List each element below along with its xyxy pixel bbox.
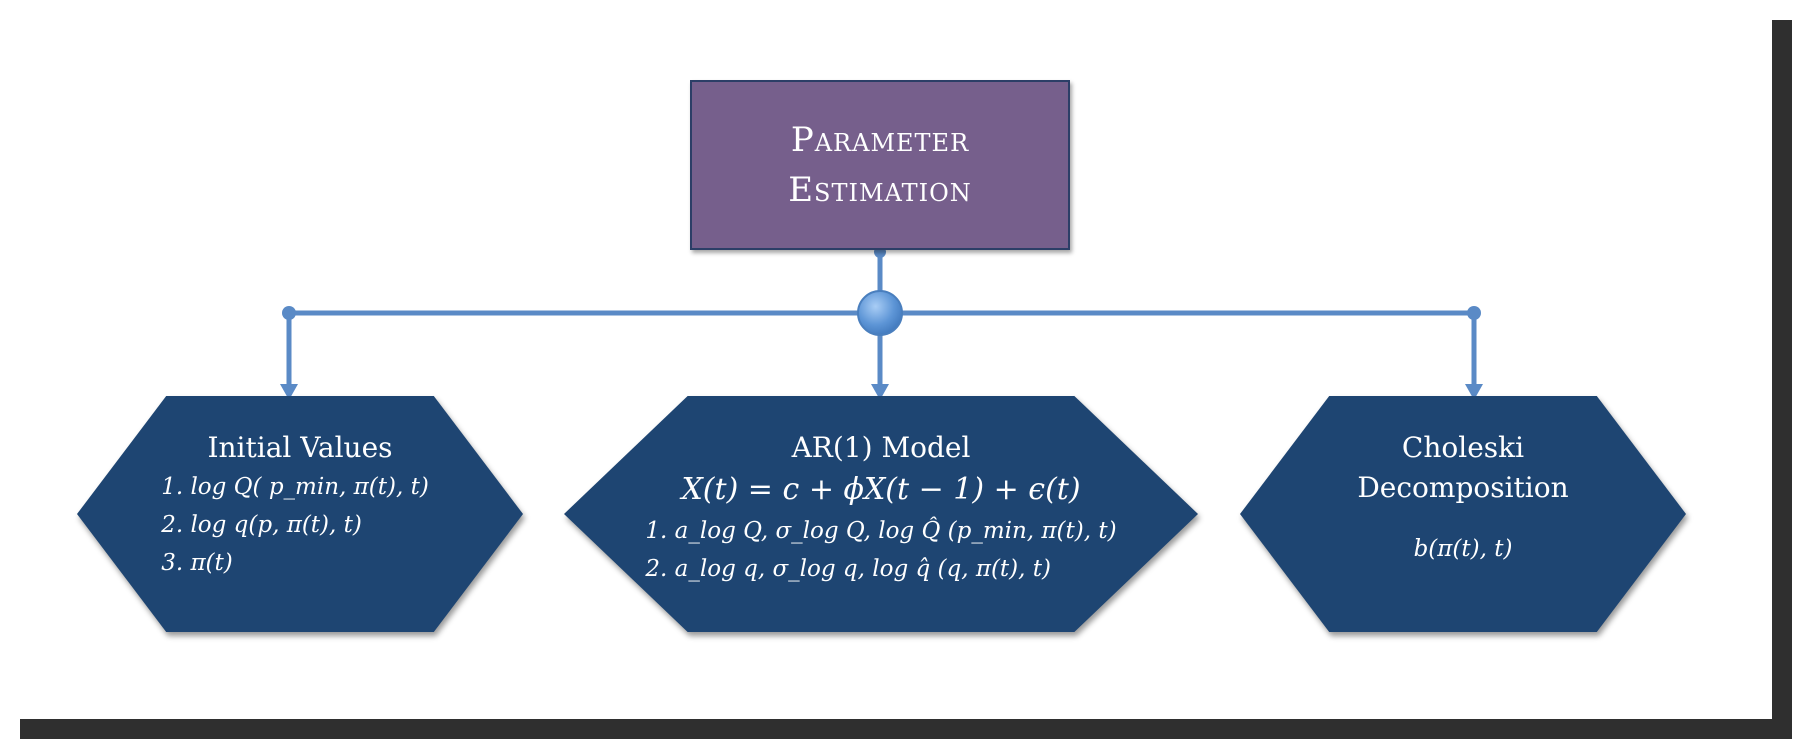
arrowhead-right	[1465, 384, 1483, 400]
arrowhead-left	[280, 384, 298, 400]
hexagon-choleski-decomposition: Choleski Decomposition b(π(t), t)	[1240, 396, 1686, 632]
title-box-parameter-estimation: Parameter Estimation	[690, 80, 1070, 250]
arrowhead-middle	[871, 384, 889, 400]
hexagon-shape-middle	[564, 396, 1198, 632]
choleski-title-line-2: Decomposition	[1357, 471, 1569, 504]
ar1-item-2: 2. a_log q, σ_log q, log q̂ (q, π(t), t)	[645, 556, 1051, 582]
hexagon-ar1-model: AR(1) Model X(t) = c + ϕX(t − 1) + ϵ(t) …	[564, 396, 1198, 632]
hexagon-content-middle: AR(1) Model X(t) = c + ϕX(t − 1) + ϵ(t) …	[564, 396, 1198, 632]
title-line-1: Parameter	[790, 120, 970, 160]
connector-left-dot	[282, 306, 296, 320]
initial-values-list: 1. log Q( p_min, π(t), t) 2. log q(p, π(…	[161, 468, 429, 582]
choleski-title-line-1: Choleski	[1401, 431, 1525, 464]
hub-circle	[857, 290, 903, 336]
choleski-formula: b(π(t), t)	[1413, 536, 1513, 562]
ar1-model-title: AR(1) Model	[791, 431, 971, 464]
hexagon-content-right: Choleski Decomposition b(π(t), t)	[1240, 396, 1686, 632]
title-line-2: Estimation	[788, 170, 972, 210]
initial-values-title: Initial Values	[207, 431, 393, 464]
hexagon-content-left: Initial Values 1. log Q( p_min, π(t), t)…	[77, 396, 523, 632]
ar1-list: 1. a_log Q, σ_log Q, log Q̂ (p_min, π(t)…	[645, 512, 1116, 588]
connector-right-dot	[1467, 306, 1481, 320]
hexagon-shape-right	[1240, 396, 1686, 632]
hexagon-initial-values: Initial Values 1. log Q( p_min, π(t), t)…	[77, 396, 523, 632]
ar1-equation: X(t) = c + ϕX(t − 1) + ϵ(t)	[681, 472, 1081, 507]
ar1-item-1: 1. a_log Q, σ_log Q, log Q̂ (p_min, π(t)…	[645, 518, 1117, 544]
initial-values-item-2: 2. log q(p, π(t), t)	[161, 512, 362, 538]
hexagon-shape-left	[77, 396, 523, 632]
initial-values-item-1: 1. log Q( p_min, π(t), t)	[161, 474, 429, 500]
initial-values-item-3: 3. π(t)	[161, 550, 233, 576]
